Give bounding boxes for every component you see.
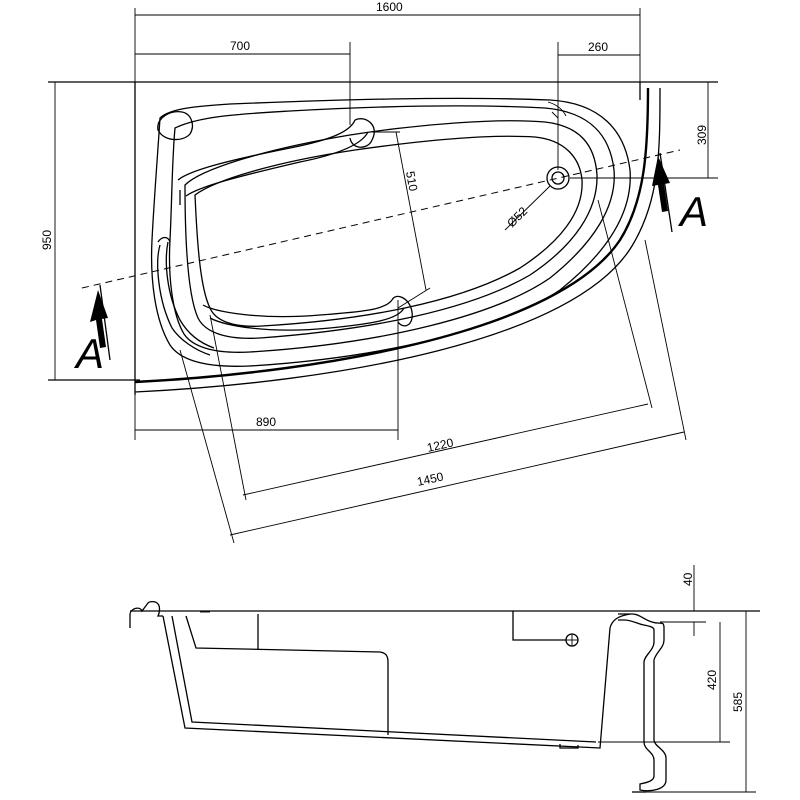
support-leg <box>618 613 667 792</box>
dim-total-height: 585 <box>646 611 756 793</box>
dim-label-drain-diameter: Ø52 <box>504 204 530 230</box>
dim-label-total-width: 950 <box>40 230 54 250</box>
dim-label-headrest-offset: 700 <box>230 39 250 53</box>
dim-label-outer-length: 1450 <box>416 469 445 489</box>
elevation-view: 40 420 585 <box>129 565 760 793</box>
plan-outline <box>48 81 718 395</box>
seat-contours <box>157 118 413 356</box>
section-marker-left: A <box>73 330 104 377</box>
elevation-seat-profile <box>185 615 389 735</box>
dim-label-inner-length: 1220 <box>426 435 455 455</box>
tub-basin <box>184 120 598 339</box>
elevation-inner-basin <box>171 615 597 743</box>
dim-seat-width: 510 <box>372 131 431 309</box>
tub-rim <box>150 97 631 367</box>
section-marker-right: A <box>677 188 708 235</box>
dim-label-drain-offset: 260 <box>588 40 608 54</box>
dim-label-inner-depth: 420 <box>705 670 719 690</box>
dim-label-front-straight: 890 <box>256 415 276 429</box>
elevation-outer-shell <box>162 613 631 749</box>
dim-label-seat-width: 510 <box>403 170 420 192</box>
dim-inner-depth: 420 <box>598 622 730 743</box>
dim-front-straight: 890 <box>134 300 399 440</box>
dim-label-total-length: 1600 <box>376 0 403 14</box>
dim-label-rim-thickness: 40 <box>681 572 695 586</box>
dim-total-width: 950 <box>40 82 56 380</box>
dim-inner-length: 1220 <box>209 199 653 501</box>
left-rim-hook <box>129 600 163 628</box>
dim-outer-length: 1450 <box>179 239 687 544</box>
plan-view: A A 1600 700 260 309 <box>40 0 718 544</box>
dim-headrest-offset: 700 <box>135 39 351 125</box>
dim-drain-to-back: 309 <box>570 82 718 179</box>
dim-drain-diameter: Ø52 <box>504 185 551 231</box>
dim-drain-offset: 260 <box>557 40 640 170</box>
dim-rim-thickness: 40 <box>660 565 706 636</box>
elevation-drain-icon <box>512 611 579 647</box>
section-arrow-right-icon <box>652 156 670 212</box>
headrest-pillow <box>157 111 193 141</box>
dim-label-total-height: 585 <box>731 692 745 712</box>
dim-label-drain-to-back: 309 <box>695 125 709 145</box>
section-arrow-left-icon <box>90 290 108 348</box>
drain-icon <box>546 166 570 190</box>
dim-total-length: 1600 <box>134 0 641 82</box>
elevation-feet <box>559 744 579 749</box>
